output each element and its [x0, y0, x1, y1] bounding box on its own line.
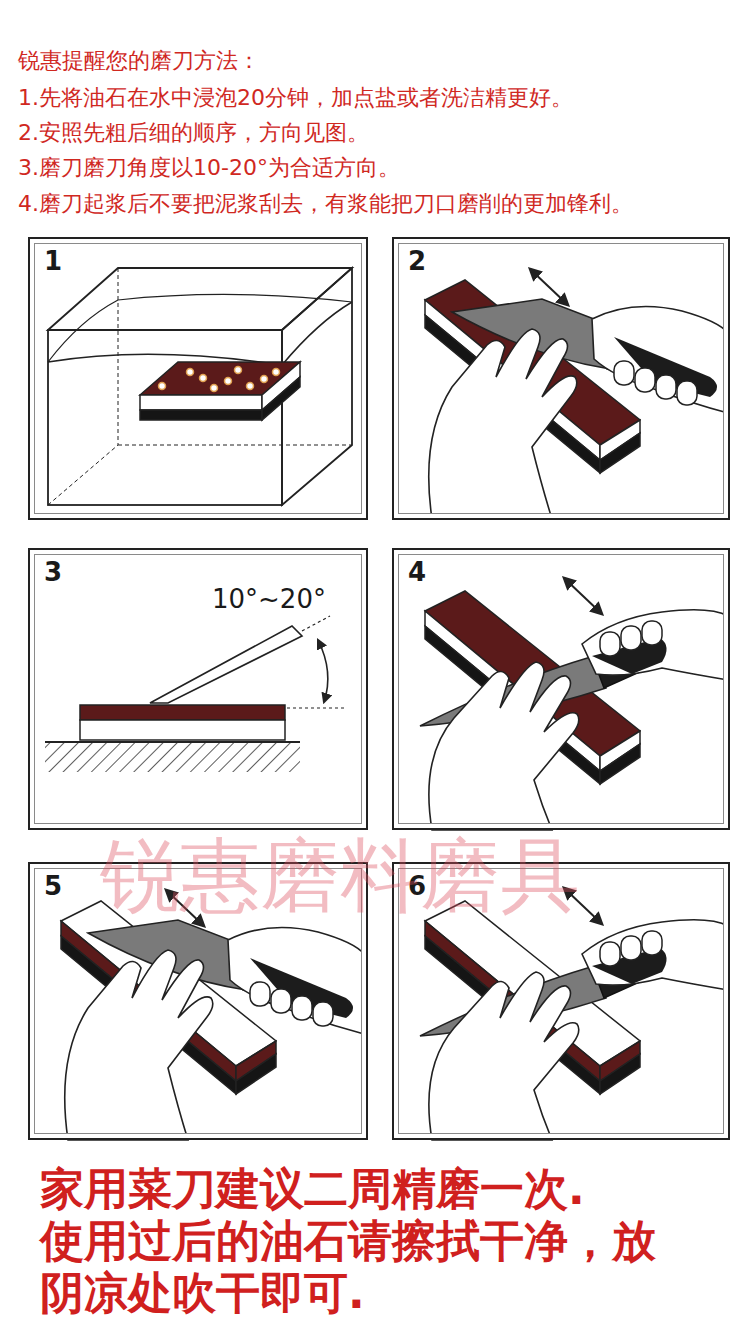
- angle-figure: [45, 616, 345, 772]
- coarse-side-scene: [420, 578, 728, 830]
- soak-tank-part-part: [200, 375, 207, 382]
- soak-tank-part-part: [247, 383, 254, 390]
- step-number: 5: [42, 872, 64, 901]
- step-panel: 2: [392, 237, 730, 520]
- soak-tank-part-part: [159, 383, 166, 390]
- soak-tank-part-part: [235, 367, 242, 374]
- fine-side-scene: [61, 890, 364, 1140]
- angle-figure-part: [287, 707, 345, 708]
- step-number: 4: [406, 558, 428, 587]
- step-number: 3: [42, 558, 64, 587]
- soak-tank-part-part: [261, 376, 268, 383]
- soak-tank-part: [282, 302, 352, 365]
- fine-side-scene: [420, 888, 728, 1140]
- soak-tank-part-part: [273, 369, 280, 376]
- note-text: 家用菜刀建议二周精磨一次.: [40, 1163, 680, 1215]
- step-number: 1: [42, 247, 64, 276]
- soak-tank-part: [140, 410, 262, 420]
- angle-figure-part: [302, 616, 330, 631]
- soak-tank-part: [118, 445, 352, 446]
- soak-tank-part: [48, 445, 118, 505]
- soak-tank-part: [140, 395, 262, 410]
- soak-tank-part: [118, 268, 119, 445]
- instruction-text: 2.安照先粗后细的顺序，方向见图。: [18, 120, 369, 146]
- note-text: 使用过后的油石请擦拭干净，放阴凉处吹干即可.: [40, 1215, 680, 1319]
- angle-figure-part: [318, 640, 328, 702]
- soak-tank-part: [159, 367, 280, 392]
- instruction-text: 4.磨刀起浆后不要把泥浆刮去，有浆能把刀口磨削的更加锋利。: [18, 191, 633, 217]
- soak-tank-part: [48, 294, 352, 362]
- soak-tank-part-part: [225, 378, 232, 385]
- coarse-side-scene: [425, 269, 728, 519]
- soak-tank-part: [48, 330, 282, 505]
- soak-tank-part: [48, 268, 352, 330]
- angle-figure-part: [150, 626, 302, 703]
- angle-label: 10°~20°: [212, 585, 326, 614]
- instruction-text: 3.磨刀磨刀角度以10-20°为合适方向。: [18, 155, 400, 181]
- soak-tank-part-part: [211, 385, 218, 392]
- heading: 锐惠提醒您的磨刀方法：: [18, 48, 260, 74]
- step-panel: 4: [392, 548, 730, 830]
- angle-figure-part: [80, 705, 285, 720]
- step-panel: 1: [28, 237, 368, 520]
- step-number: 2: [406, 247, 428, 276]
- angle-figure-part: [80, 720, 285, 740]
- soak-tank-part: [262, 377, 300, 420]
- watermark: 锐惠磨料磨具: [100, 832, 580, 920]
- instruction-text: 1.先将油石在水中浸泡20分钟，加点盐或者洗洁精更好。: [18, 85, 573, 111]
- angle-figure-part: [45, 741, 300, 743]
- soak-tank: [48, 268, 352, 505]
- angle-figure-part: [45, 742, 300, 772]
- soak-tank-part-part: [187, 369, 194, 376]
